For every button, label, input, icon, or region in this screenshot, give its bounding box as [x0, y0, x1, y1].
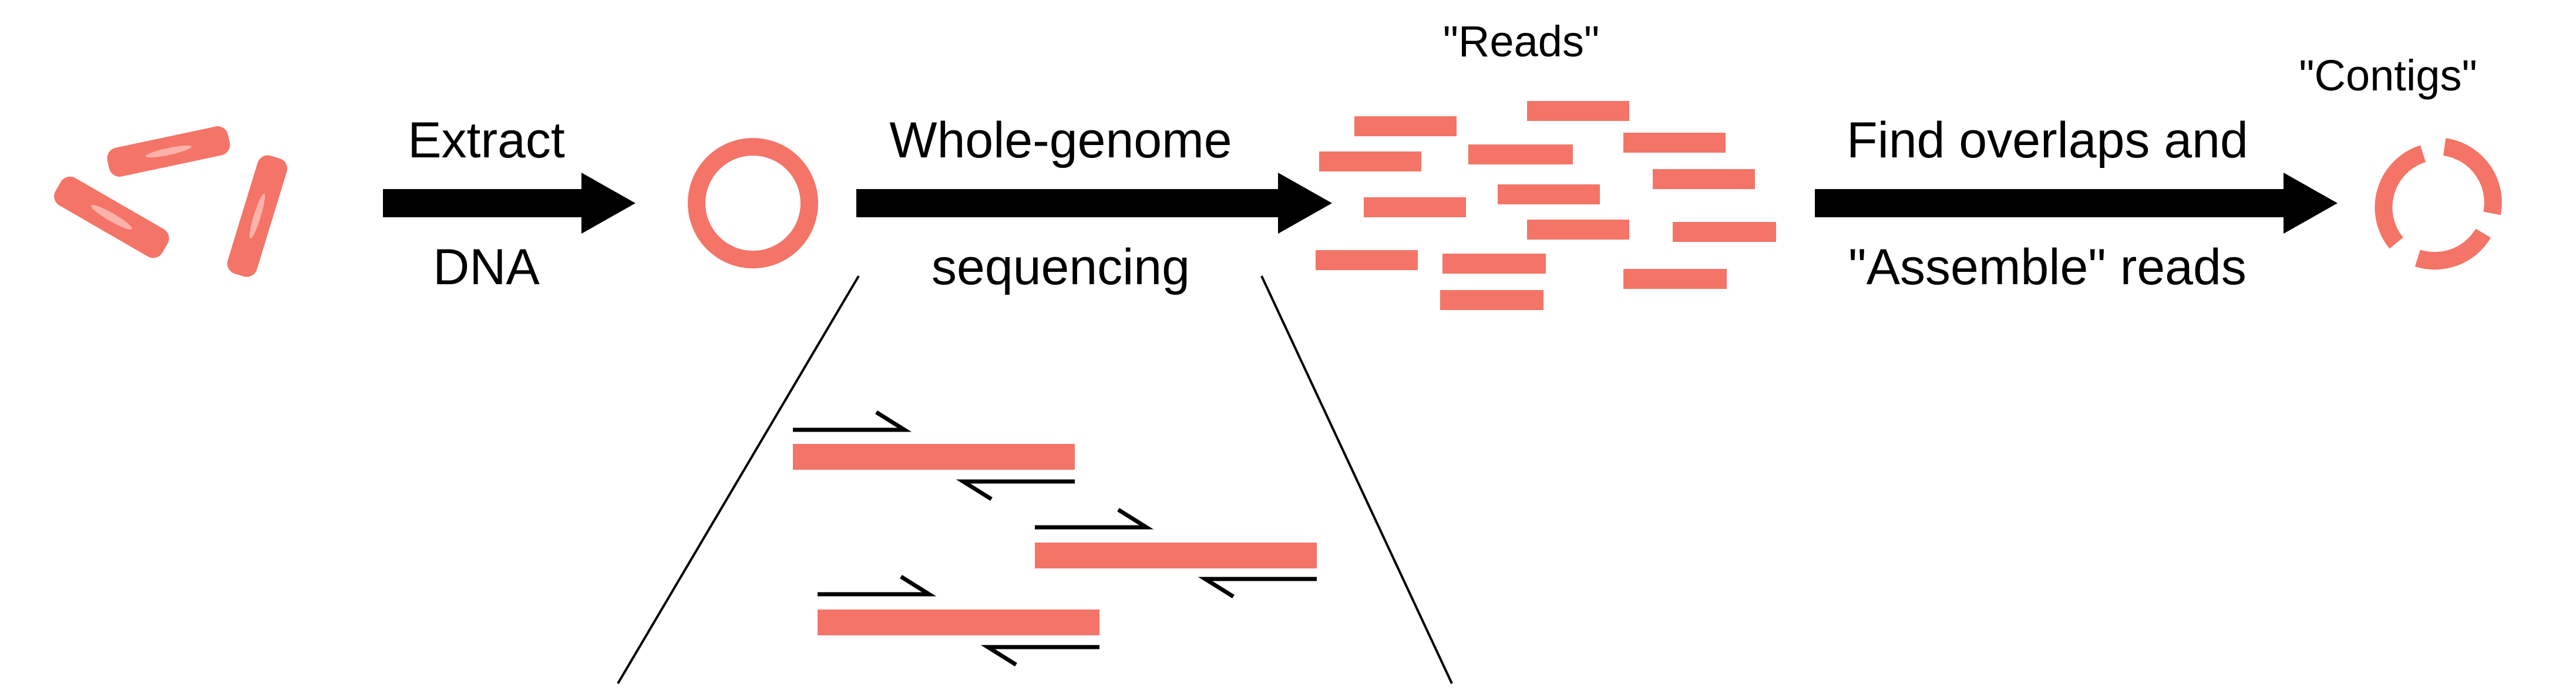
read [1319, 151, 1421, 171]
contigs-label: "Contigs" [2299, 51, 2477, 100]
sequencing-detail [793, 410, 1317, 666]
read [1527, 101, 1629, 121]
read [1527, 220, 1629, 240]
whole-genome-label: Whole-genome [889, 112, 1232, 169]
circular-genome-icon [688, 138, 818, 268]
sequencing-label: sequencing [931, 239, 1190, 295]
reads-label: "Reads" [1442, 17, 1600, 66]
extract-label: Extract [408, 112, 565, 169]
read [1442, 254, 1546, 274]
sequencing-reads-icon [1316, 101, 1776, 310]
read [1440, 290, 1543, 310]
read [1623, 269, 1727, 289]
fragment [818, 610, 1099, 635]
find-overlaps-label: Find overlaps and [1847, 112, 2248, 169]
read [1653, 169, 1755, 189]
read [1316, 250, 1418, 270]
read [1364, 197, 1466, 217]
fragment [793, 444, 1075, 470]
read [1673, 222, 1776, 242]
contig [2414, 228, 2491, 270]
contigs-circle-icon [2375, 138, 2502, 270]
read [1354, 116, 1457, 136]
process-arrow-icon [383, 173, 635, 234]
dna-label: DNA [433, 239, 540, 295]
assemble-reads-label: "Assemble" reads [1848, 239, 2247, 295]
fragment [1035, 543, 1317, 568]
primer-half-arrow-icon [793, 410, 1317, 666]
bacterial-cells-icon [54, 126, 288, 277]
contig [2375, 145, 2426, 249]
contig [2443, 138, 2502, 216]
read [1468, 144, 1573, 164]
read [1623, 133, 1726, 153]
zoom-lines [617, 275, 1453, 685]
process-arrow-icon [1815, 173, 2338, 234]
read [1498, 184, 1600, 204]
process-arrow-icon [856, 173, 1332, 234]
